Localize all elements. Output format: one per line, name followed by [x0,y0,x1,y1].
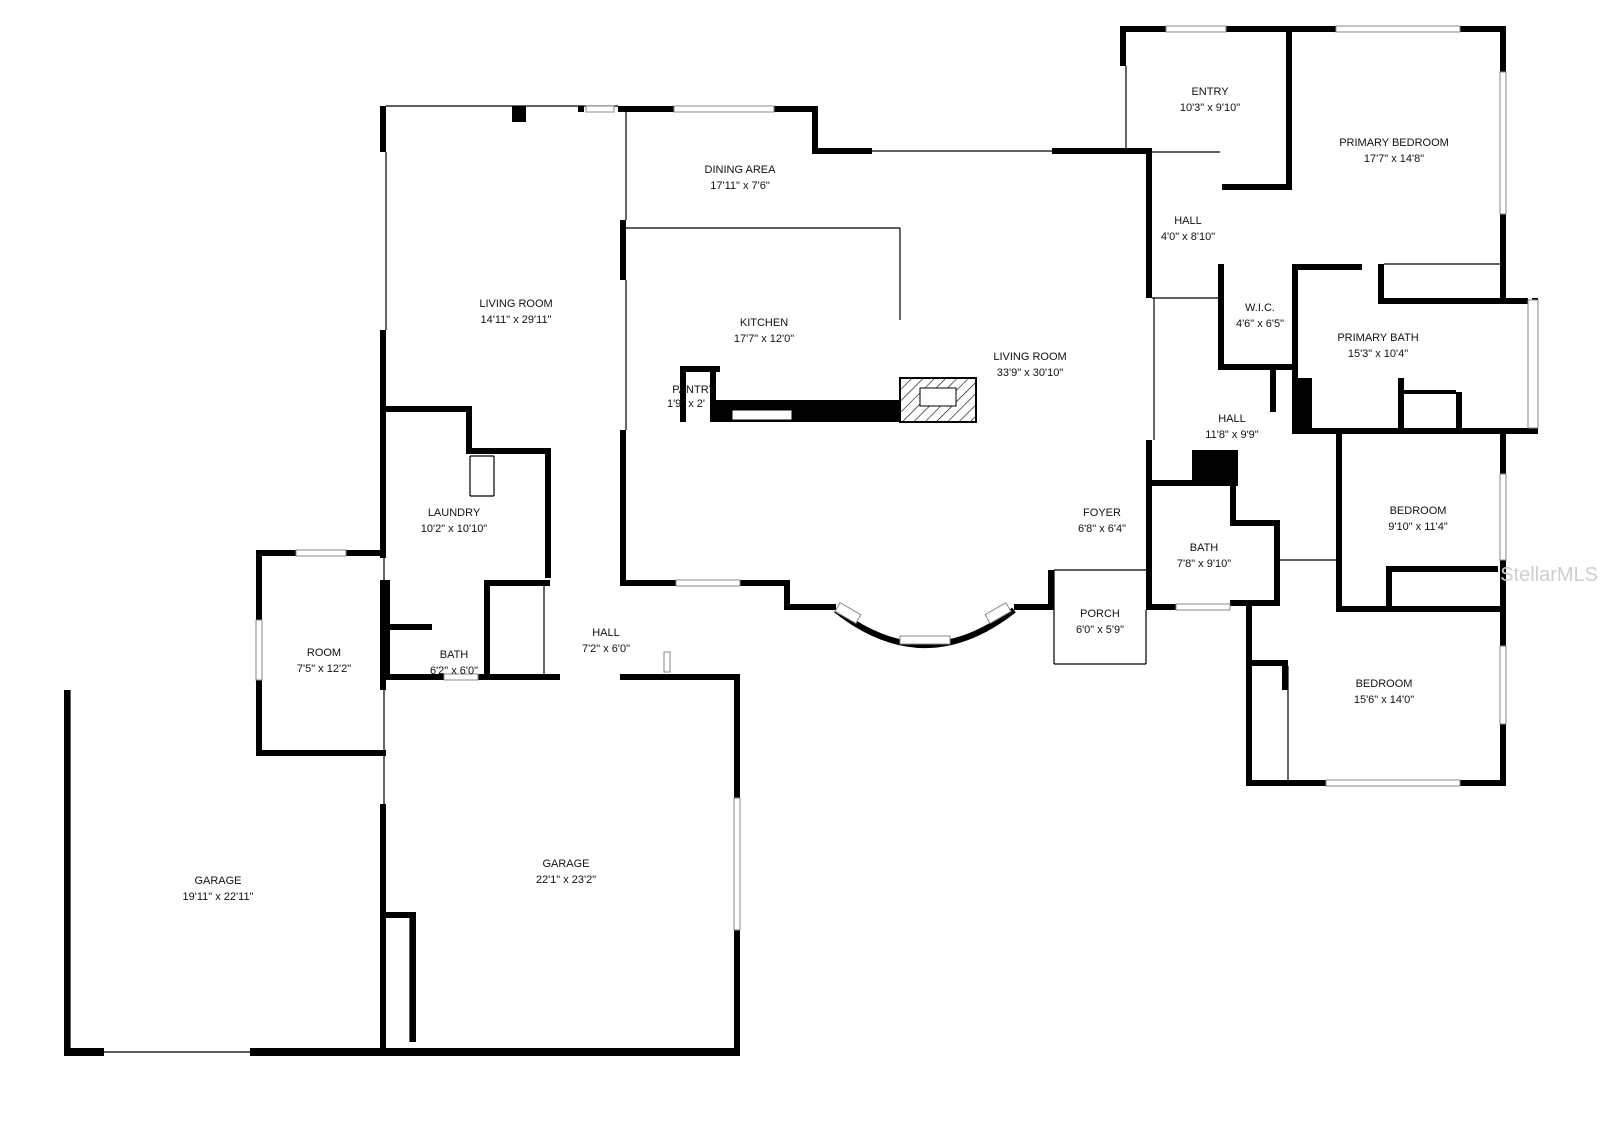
label-laundry-name: LAUNDRY [428,507,481,519]
label-kitchen-dim: 17'7" x 12'0" [734,333,794,345]
label-garage-west-name: GARAGE [194,875,241,887]
label-primary-bath-name: PRIMARY BATH [1337,332,1418,344]
label-wic-name: W.I.C. [1245,302,1275,314]
label-bath-east-dim: 7'8" x 9'10" [1177,558,1231,570]
label-hall-north-name: HALL [1174,215,1202,227]
label-bath-west-dim: 6'2" x 6'0" [430,665,478,677]
label-foyer-name: FOYER [1083,507,1121,519]
label-bedroom-south-dim: 15'6" x 14'0" [1354,694,1414,706]
label-bath-west-name: BATH [440,649,469,661]
label-living-room-west-dim: 14'11" x 29'11" [481,314,552,326]
thin-lines [69,66,1500,1053]
label-bedroom-east-dim: 9'10" x 11'4" [1388,521,1448,533]
label-room-name: ROOM [307,647,341,659]
label-pantry-dim: 1'9" x 2' [667,398,705,410]
label-hall-east-name: HALL [1218,413,1246,425]
label-garage-east-dim: 22'1" x 23'2" [536,874,596,886]
walls [64,26,1538,1056]
label-living-room-main-name: LIVING ROOM [993,351,1066,363]
label-kitchen-name: KITCHEN [740,317,788,329]
label-hall-north-dim: 4'0" x 8'10" [1161,231,1215,243]
label-pantry-name: PANTRY [672,384,716,396]
label-bath-east-name: BATH [1190,542,1219,554]
label-foyer-dim: 6'8" x 6'4" [1078,523,1126,535]
label-bedroom-east-name: BEDROOM [1390,505,1447,517]
label-dining-area-dim: 17'11" x 7'6" [710,180,770,192]
label-primary-bedroom-dim: 17'7" x 14'8" [1364,153,1424,165]
label-entry-name: ENTRY [1191,86,1229,98]
label-entry-dim: 10'3" x 9'10" [1180,102,1240,114]
label-living-room-west-name: LIVING ROOM [479,298,552,310]
label-hall-east-dim: 11'8" x 9'9" [1205,429,1258,441]
label-room-dim: 7'5" x 12'2" [297,663,351,675]
label-dining-area-name: DINING AREA [705,164,777,176]
label-primary-bath-dim: 15'3" x 10'4" [1348,348,1408,360]
room-labels: DINING AREA 17'11" x 7'6" LIVING ROOM 14… [183,86,1449,903]
label-garage-east-name: GARAGE [542,858,589,870]
label-porch-dim: 6'0" x 5'9" [1076,624,1124,636]
watermark-text: StellarMLS [1500,564,1598,586]
label-porch-name: PORCH [1080,608,1120,620]
windows [255,25,1539,931]
label-hall-garage-dim: 7'2" x 6'0" [582,643,630,655]
label-living-room-main-dim: 33'9" x 30'10" [997,367,1064,379]
label-primary-bedroom-name: PRIMARY BEDROOM [1339,137,1449,149]
label-garage-west-dim: 19'11" x 22'11" [183,891,254,903]
label-bedroom-south-name: BEDROOM [1356,678,1413,690]
label-laundry-dim: 10'2" x 10'10" [421,523,488,535]
label-wic-dim: 4'6" x 6'5" [1236,318,1284,330]
label-hall-garage-name: HALL [592,627,620,639]
